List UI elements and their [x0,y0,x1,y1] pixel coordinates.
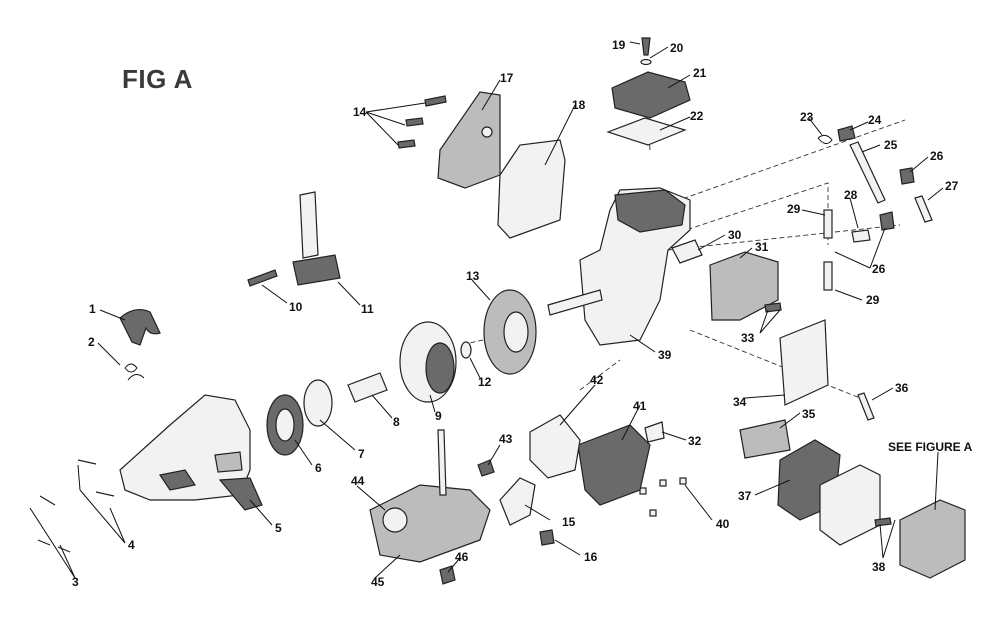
part-label-10: 10 [289,300,303,314]
part-21-shape [611,71,691,119]
part-44-shape [382,507,408,533]
part-label-29a: 29 [787,202,801,216]
part-label-34: 34 [733,395,747,409]
part-label-21: 21 [693,66,707,80]
part-8-shape [347,372,388,403]
part-label-19: 19 [612,38,626,52]
figure-title: FIG A [122,64,193,94]
part-label-31: 31 [755,240,769,254]
part-label-32: 32 [688,434,702,448]
part-40-shapes [639,477,687,517]
part-label-45: 45 [371,575,385,589]
part-18-shape [497,139,566,239]
part-label-36: 36 [895,381,909,395]
part-26b-shape [879,211,895,231]
part-label-26a: 26 [930,149,944,163]
part-12-shape [460,341,472,359]
alignment-lines [459,119,906,401]
part-31-shape [709,251,779,321]
part-label-18: 18 [572,98,586,112]
part-35-shape [739,419,791,459]
part-number-labels: 1 2 3 4 5 6 7 8 9 10 11 12 13 14 15 16 1… [72,38,959,589]
part-label-14: 14 [353,105,367,119]
part-label-42: 42 [590,373,604,387]
leader-lines [29,41,944,579]
part-15-shape [499,477,536,526]
part-10-shape [247,269,278,287]
part-45-shape [369,484,491,563]
part-28-shape [851,229,871,243]
part-label-11: 11 [361,302,374,316]
part-label-27: 27 [945,179,959,193]
part-label-29b: 29 [866,293,880,307]
part-label-7: 7 [358,447,365,461]
part-42-shape [529,414,581,479]
part-label-39: 39 [658,348,672,362]
part-label-12: 12 [478,375,492,389]
part-11-shape [299,191,319,259]
part-label-17: 17 [500,71,514,85]
part-16-shape [539,529,555,546]
part-2-shape [124,363,145,381]
part-label-41: 41 [633,399,647,413]
see-figure-note: SEE FIGURE A [888,440,973,454]
part-label-13: 13 [466,269,480,283]
part-label-37: 37 [738,489,752,503]
part-label-40: 40 [716,517,730,531]
part-label-6: 6 [315,461,322,475]
part-43-shape [477,459,495,477]
part-label-46: 46 [455,550,469,564]
part-label-4: 4 [128,538,135,552]
part-label-30: 30 [728,228,742,242]
part-label-8: 8 [393,415,400,429]
part-17-shape [437,91,501,189]
part-19-shape [641,37,651,56]
part-29b-shape [823,261,833,291]
part-label-44: 44 [351,474,365,488]
part-label-2: 2 [88,335,95,349]
part-14-shapes [397,95,447,149]
part-label-43: 43 [499,432,513,446]
part-32-shape [644,421,665,443]
part-41-shape [577,424,651,506]
part-label-35: 35 [802,407,816,421]
part-5-shape [119,394,251,501]
part-label-3: 3 [72,575,79,589]
part-label-23: 23 [800,110,814,124]
part-7-shape [303,379,333,427]
part-30-shape [671,239,703,264]
part-1-shape [119,308,161,346]
part-24-shape [837,125,856,142]
part-27-shape [914,195,933,223]
part-label-15: 15 [562,515,576,529]
part-label-5: 5 [275,521,282,535]
part-label-22: 22 [690,109,704,123]
part-tank-tube [437,429,447,496]
part-22-shape [606,117,687,146]
part-label-24: 24 [868,113,882,127]
part-36-shape [857,392,875,421]
part-label-16: 16 [584,550,598,564]
part-38-shape [874,517,892,527]
part-shapes [37,37,966,585]
part-label-20: 20 [670,41,684,55]
part-20-shape [640,58,652,66]
part-25-shape [849,141,886,204]
air-filter-cover-shape [899,499,966,579]
part-label-26b: 26 [872,262,886,276]
part-label-25: 25 [884,138,898,152]
part-23-shape [817,134,833,144]
part-46-shape [439,565,456,585]
part-label-1: 1 [89,302,96,316]
part-label-38: 38 [872,560,886,574]
part-label-33: 33 [741,331,755,345]
part-29a-shape [823,209,833,239]
part-3-4-shapes [37,459,115,553]
part-label-9: 9 [435,409,442,423]
part-34-shape [779,319,829,406]
part-33-shape [764,302,782,313]
part-label-28: 28 [844,188,858,202]
